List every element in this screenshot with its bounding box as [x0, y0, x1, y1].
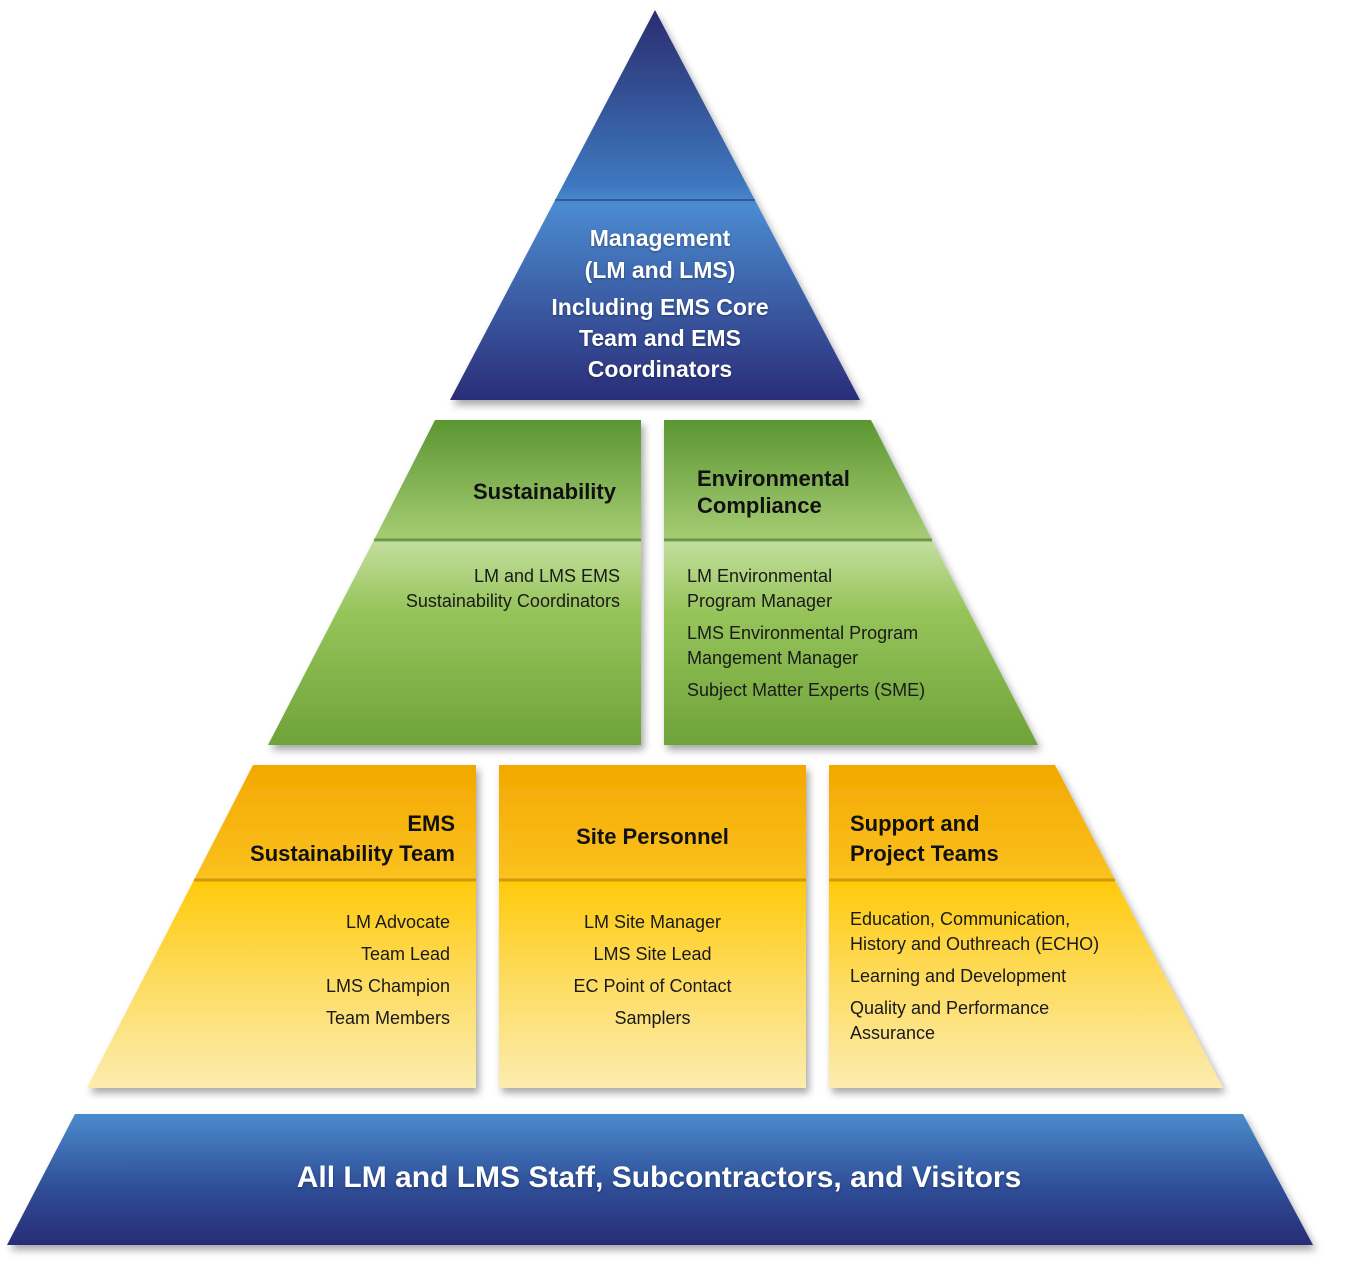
- ems-team-item-1: Team Lead: [360, 944, 450, 964]
- management-title-line2: (LM and LMS): [584, 257, 736, 283]
- sustainability-header: Sustainability: [472, 479, 616, 504]
- support-teams-item-2: Quality and Performance Assurance: [850, 998, 1050, 1043]
- management-subtitle-line3: Coordinators: [587, 356, 733, 382]
- ems-team-body-shape: [87, 880, 476, 1088]
- sustainability-header-shape: [374, 420, 641, 540]
- sustainability-item-0: LM and LMS EMS Sustainability Coordinato…: [405, 566, 620, 611]
- top-tier: [450, 10, 860, 400]
- env-compliance-header-shape: [664, 420, 932, 540]
- site-personnel-item-1: LMS Site Lead: [593, 944, 712, 964]
- support-teams-body-shape: [829, 880, 1223, 1088]
- site-personnel-block: [499, 765, 806, 1088]
- ems-sustainability-team-block: [87, 765, 476, 1088]
- env-compliance-item-0: LM Environmental Program Manager: [687, 566, 833, 611]
- site-personnel-item-2: EC Point of Contact: [573, 976, 732, 996]
- ems-team-header: EMS Sustainability Team: [250, 811, 455, 866]
- management-subtitle-line2: Team and EMS: [579, 325, 741, 351]
- support-teams-item-1: Learning and Development: [850, 966, 1067, 986]
- sustainability-body-shape: [268, 540, 641, 745]
- ems-team-header-shape: [194, 765, 476, 880]
- support-teams-items: Education, Communication, History and Ou…: [850, 907, 1150, 1046]
- support-project-teams-block: [829, 765, 1223, 1088]
- env-compliance-items: LM Environmental Program Manager LMS Env…: [687, 564, 987, 703]
- site-personnel-items: LM Site Manager LMS Site Lead EC Point o…: [499, 906, 806, 1034]
- management-subtitle-line1: Including EMS Core: [551, 294, 769, 320]
- management-subtitle: Including EMS Core Team and EMS Coordina…: [505, 292, 815, 385]
- management-title: Management (LM and LMS): [520, 222, 800, 286]
- sustainability-block: [268, 420, 641, 745]
- ems-team-item-3: Team Members: [325, 1008, 450, 1028]
- base-tier-shape: [7, 1114, 1313, 1245]
- site-personnel-item-3: Samplers: [614, 1008, 691, 1028]
- top-tier-shape: [450, 10, 860, 400]
- env-compliance-item-2: Subject Matter Experts (SME): [687, 680, 926, 700]
- ems-team-item-0: LM Advocate: [345, 912, 450, 932]
- env-compliance-body-shape: [664, 540, 1038, 745]
- base-label: All LM and LMS Staff, Subcontractors, an…: [296, 1161, 1022, 1194]
- site-personnel-header-shape: [499, 765, 806, 880]
- ems-team-item-2: LMS Champion: [325, 976, 450, 996]
- environmental-compliance-block: [664, 420, 1038, 745]
- env-compliance-item-1: LMS Environmental Program Mangement Mana…: [687, 623, 919, 668]
- site-personnel-item-0: LM Site Manager: [583, 912, 722, 932]
- support-teams-header-shape: [829, 765, 1115, 880]
- management-title-line1: Management: [589, 225, 731, 251]
- ems-team-items: LM Advocate Team Lead LMS Champion Team …: [250, 906, 450, 1034]
- support-teams-item-0: Education, Communication, History and Ou…: [850, 909, 1100, 954]
- site-personnel-body-shape: [499, 880, 806, 1088]
- base-tier: [7, 1114, 1313, 1245]
- site-personnel-header: Site Personnel: [576, 824, 729, 849]
- support-teams-header: Support and Project Teams: [850, 811, 999, 866]
- env-compliance-header: Environmental Compliance: [697, 466, 850, 518]
